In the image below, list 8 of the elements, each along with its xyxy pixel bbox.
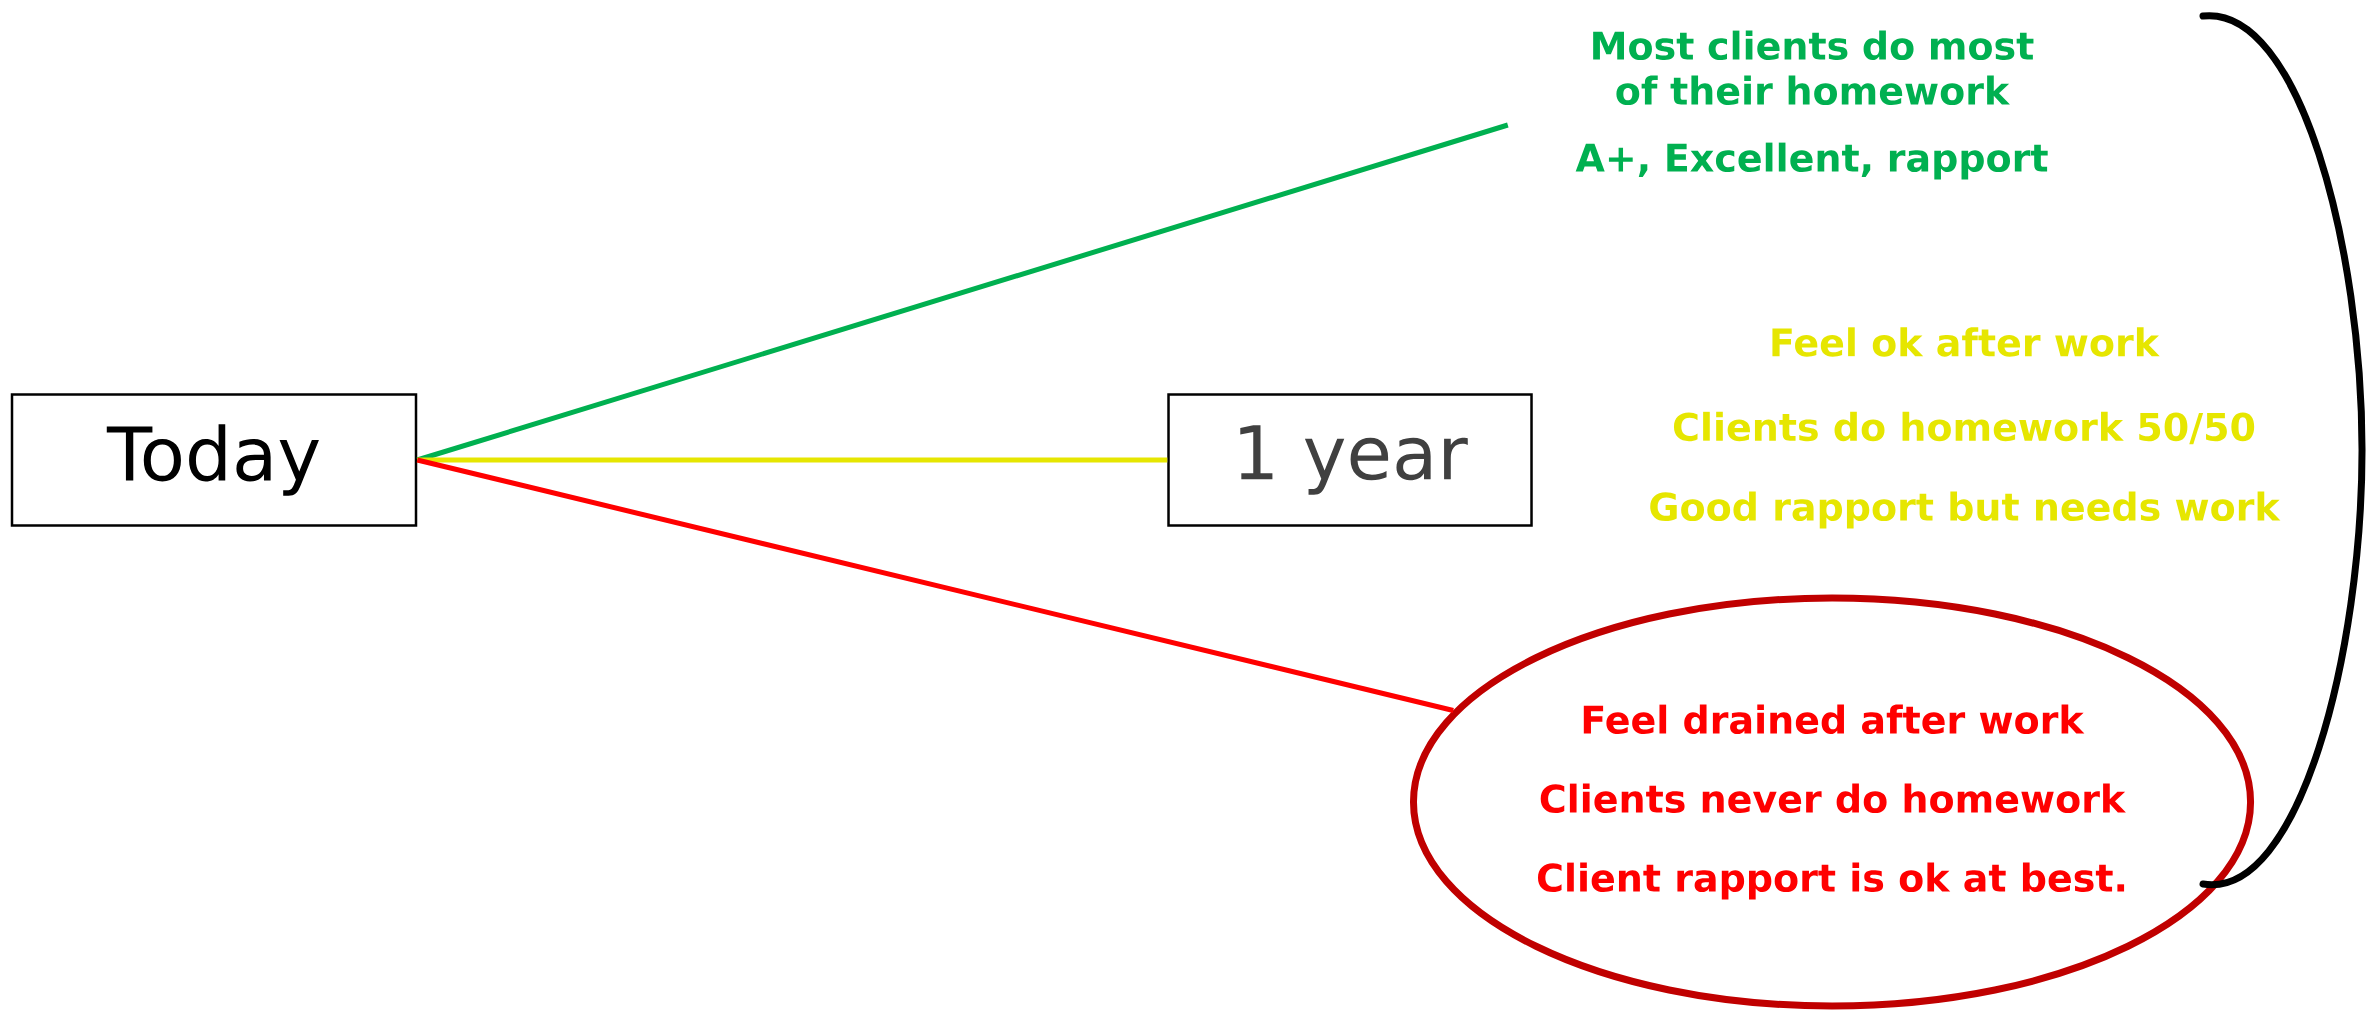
time-box: 1 year bbox=[1167, 393, 1533, 527]
connector-line bbox=[416, 457, 1454, 713]
outcome-text: Good rapport but needs work bbox=[1650, 491, 2281, 529]
outcome-text: Feel ok after work bbox=[1772, 327, 2160, 357]
outcome-text: Most clients do most of their homework A+, Excellent, rapport bbox=[1575, 30, 2048, 180]
outcome-text: Clients do homework 50/50 bbox=[1673, 411, 2255, 445]
connector-line bbox=[417, 457, 1168, 463]
time-box: Today bbox=[10, 393, 418, 527]
